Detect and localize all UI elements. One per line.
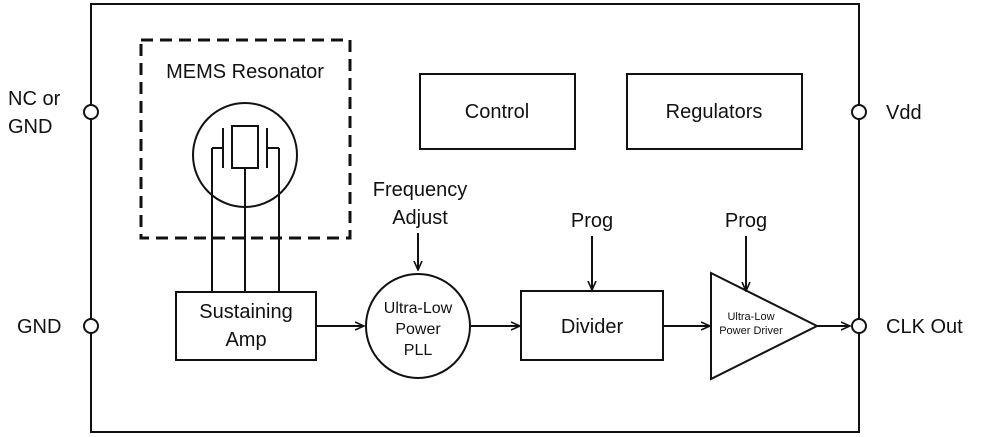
regulators-label: Regulators <box>666 101 763 123</box>
control-label: Control <box>465 101 529 123</box>
pin-vdd-label: Vdd <box>886 102 922 124</box>
regulators-block: Regulators <box>626 73 803 150</box>
driver-label-line1: Ultra-Low <box>727 311 774 323</box>
sustaining-amp-block: Sustaining Amp <box>175 291 317 361</box>
frequency-adjust-label-line2: Adjust <box>392 207 448 229</box>
pll-label-line2: Power <box>395 321 441 338</box>
driver-triangle-icon <box>710 271 820 381</box>
sustaining-amp-label-line1: Sustaining <box>199 301 292 323</box>
driver-label-line2: Power Driver <box>719 325 783 337</box>
pin-vdd: Vdd <box>851 102 922 124</box>
control-block: Control <box>419 73 576 150</box>
divider-prog-input: Prog <box>571 210 613 290</box>
pin-clk-out-icon <box>851 318 867 334</box>
pll-label-line1: Ultra-Low <box>384 300 453 317</box>
pll-label-line3: PLL <box>404 342 433 359</box>
pin-nc-gnd-icon <box>83 104 99 120</box>
sustaining-amp-label-line2: Amp <box>225 329 266 351</box>
pll-block: Ultra-Low Power PLL <box>365 273 471 379</box>
divider-label: Divider <box>561 316 624 338</box>
mems-resonator-block: MEMS Resonator <box>139 38 352 292</box>
driver-prog-label: Prog <box>725 210 767 232</box>
pin-gnd: GND <box>17 316 99 338</box>
pin-nc-gnd-label-line1: NC or <box>8 88 61 110</box>
pin-gnd-label: GND <box>17 316 61 338</box>
pin-gnd-icon <box>83 318 99 334</box>
pin-clk-out: CLK Out <box>851 316 963 338</box>
divider-block: Divider <box>520 290 664 361</box>
frequency-adjust-input: Frequency Adjust <box>373 179 468 270</box>
driver-block: Ultra-Low Power Driver <box>710 271 820 381</box>
pin-vdd-icon <box>851 104 867 120</box>
pin-nc-gnd: NC or GND <box>8 88 99 138</box>
chip-outline <box>90 3 860 433</box>
divider-prog-label: Prog <box>571 210 613 232</box>
pin-nc-gnd-label-line2: GND <box>8 116 52 138</box>
frequency-adjust-label-line1: Frequency <box>373 179 468 201</box>
mems-resonator-label: MEMS Resonator <box>166 61 324 83</box>
pin-clk-out-label: CLK Out <box>886 316 963 338</box>
mems-resonator-outline <box>139 38 352 240</box>
driver-prog-input: Prog <box>725 210 767 291</box>
